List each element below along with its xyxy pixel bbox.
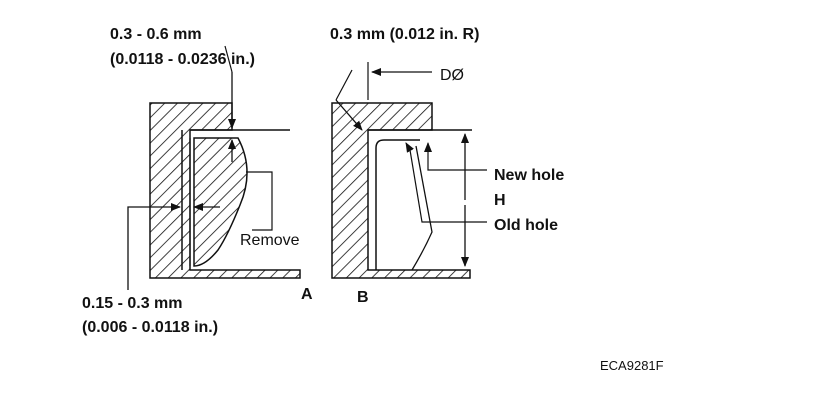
top-dim-leader <box>224 45 233 73</box>
view-b-label: B <box>357 289 369 306</box>
bottom-dim-arrow-right <box>127 203 181 290</box>
top-left-dim-line1: 0.3 - 0.6 mm <box>110 26 202 43</box>
remove-label: Remove <box>240 232 300 249</box>
old-hole-leader-arrow <box>405 142 414 153</box>
old-hole-label: Old hole <box>494 217 558 234</box>
top-right-radius-label: 0.3 mm (0.012 in. R) <box>330 26 479 43</box>
view-b-old-hole-profile <box>411 145 433 271</box>
radius-leader-top <box>335 69 353 101</box>
view-a-section <box>127 45 301 290</box>
diameter-label: DØ <box>440 67 464 84</box>
new-hole-leader-line <box>427 150 487 171</box>
new-hole-label: New hole <box>494 167 564 184</box>
top-left-dim-line2: (0.0118 - 0.0236 in.) <box>110 51 255 68</box>
remove-leader <box>246 171 273 231</box>
bottom-left-dim-line2: (0.006 - 0.0118 in.) <box>82 319 218 336</box>
radius-leader-arrow <box>335 99 363 131</box>
view-b-housing <box>331 102 471 279</box>
view-b-new-hole-profile <box>375 139 420 270</box>
bottom-left-dim-line1: 0.15 - 0.3 mm <box>82 295 183 312</box>
height-label: H <box>494 192 506 209</box>
view-b-section <box>331 62 487 279</box>
old-hole-leader-line <box>409 149 487 223</box>
view-a-label: A <box>301 286 313 303</box>
view-a-remove-area <box>193 137 248 267</box>
figure-code: ECA9281F <box>600 358 664 373</box>
